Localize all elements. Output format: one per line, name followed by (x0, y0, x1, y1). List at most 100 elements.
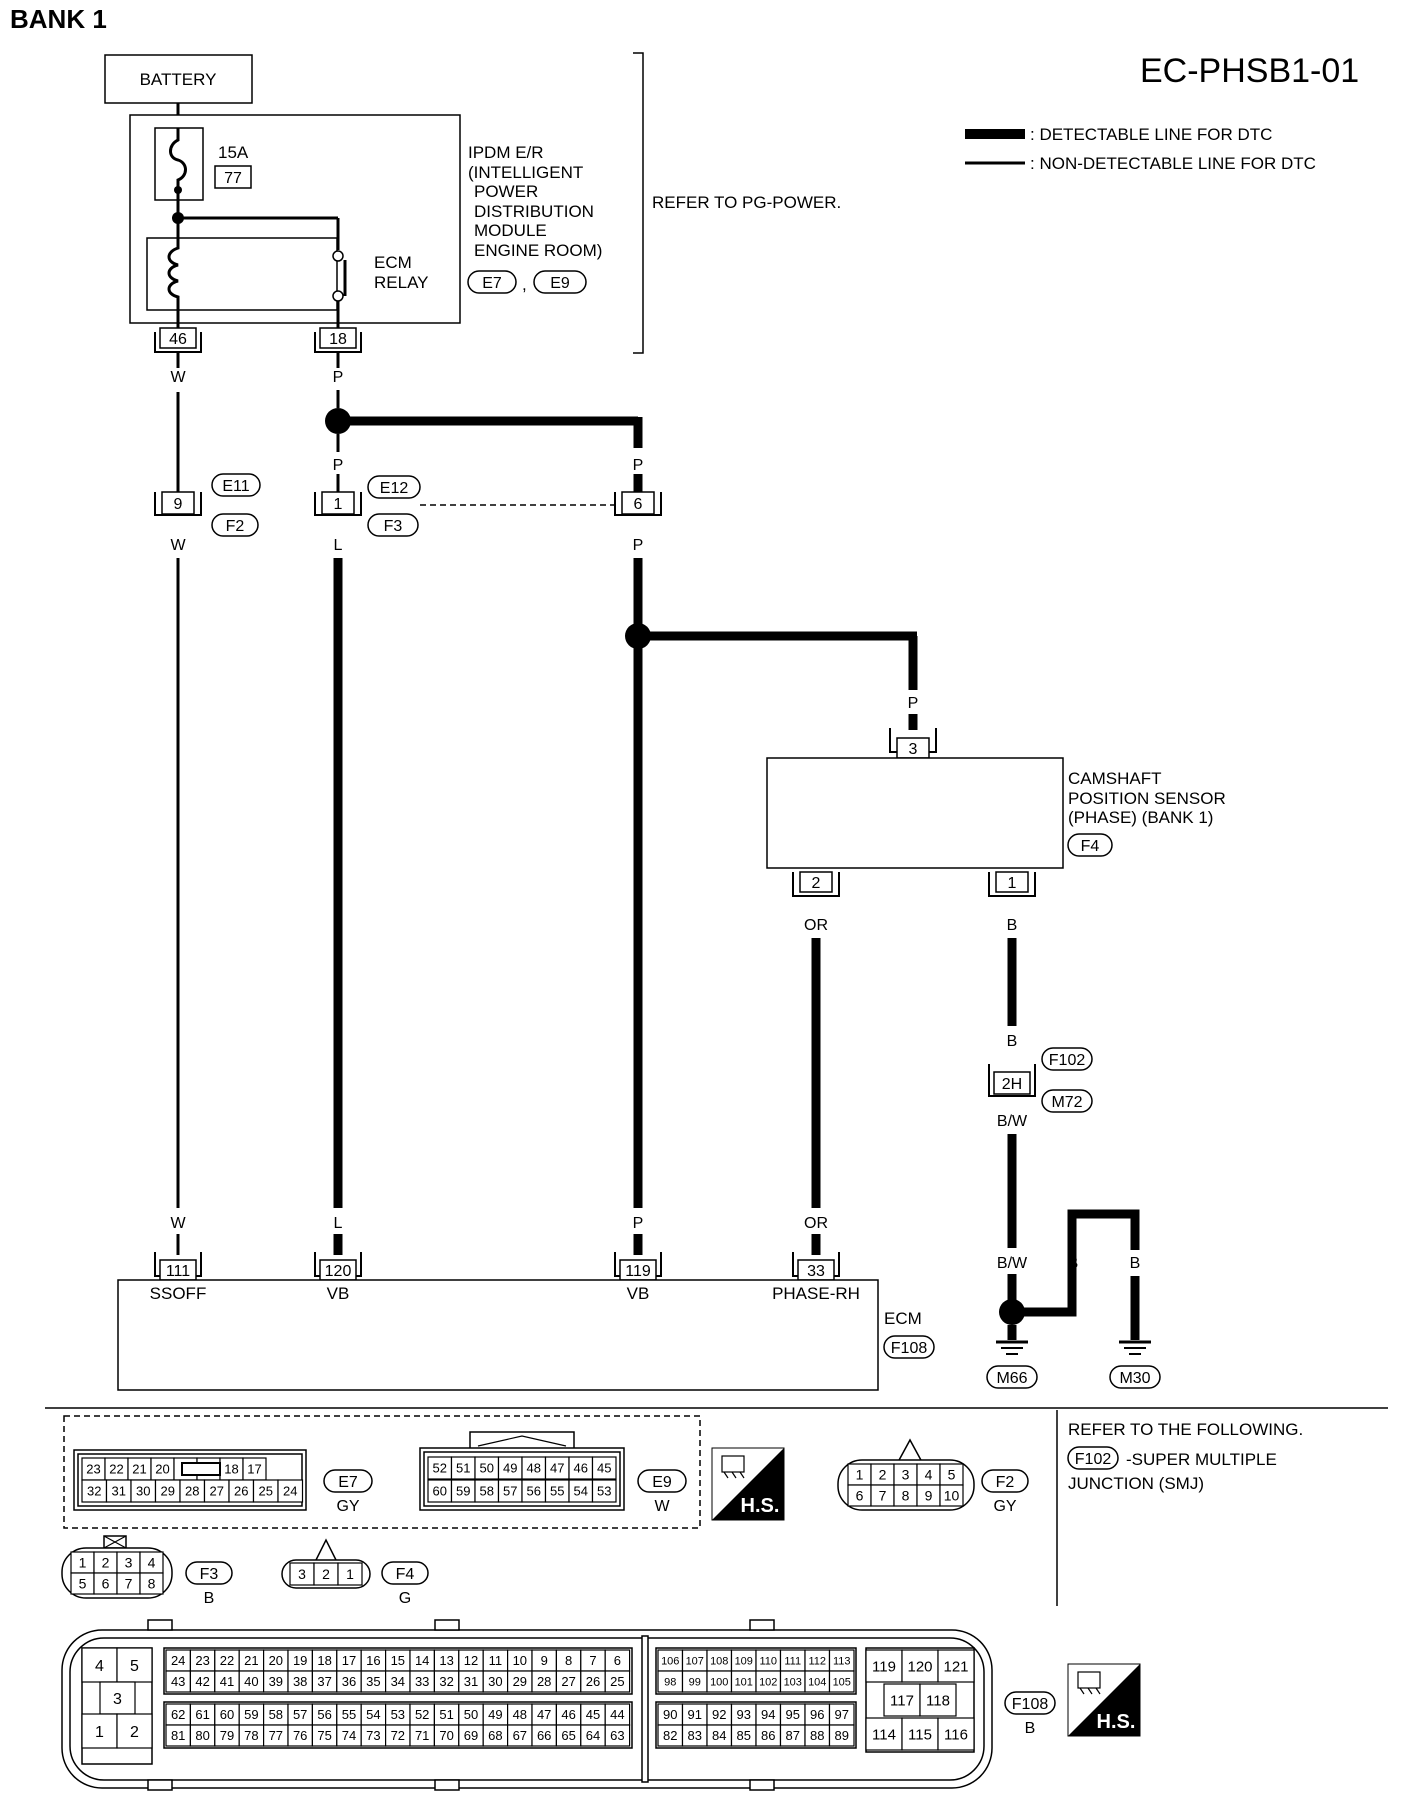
connector-pin-label: 104 (808, 1676, 826, 1688)
connector-pin-label: 2 (322, 1566, 330, 1582)
ipdm-title-3: POWER (474, 182, 538, 201)
connector-pin-label: 107 (686, 1655, 704, 1667)
wire-color-p-right: P (633, 457, 644, 474)
connector-pin-label: 10 (513, 1653, 527, 1668)
svg-text:111: 111 (166, 1263, 190, 1280)
svg-text:B: B (1130, 1255, 1141, 1272)
connector-pin-label: 98 (664, 1676, 676, 1688)
connector-pin-label: 58 (269, 1707, 283, 1722)
svg-text:G: G (399, 1590, 411, 1607)
connector-pin-label: 72 (391, 1728, 405, 1743)
connector-pin-label: 119 (872, 1658, 896, 1675)
connector-pin-label: 59 (456, 1484, 470, 1499)
connector-pin-label: 42 (195, 1674, 209, 1689)
connector-pin-label: 68 (488, 1728, 502, 1743)
connector-pin-label: 45 (586, 1707, 600, 1722)
connector-view-e7: 23222120191817323130292827262524 (73, 1449, 307, 1511)
svg-text:B: B (1025, 1720, 1036, 1737)
connector-pin-label: 105 (833, 1676, 851, 1688)
connector-pin-label: 30 (488, 1674, 502, 1689)
connector-f102: F102 (1049, 1052, 1086, 1069)
connector-pin-label: 25 (259, 1484, 273, 1499)
connector-cell (901, 1649, 939, 1683)
connector-pin-label: 21 (244, 1653, 258, 1668)
connector-pin-label: 46 (561, 1707, 575, 1722)
connector-pin-label: 23 (86, 1462, 100, 1477)
connector-pin-label: 50 (464, 1707, 478, 1722)
svg-text:4: 4 (95, 1658, 104, 1675)
ecm-pin-label-ssoff: SSOFF (150, 1284, 207, 1303)
svg-text:W: W (170, 537, 186, 554)
refer-bracket (633, 52, 644, 354)
connector-pin-label: 73 (366, 1728, 380, 1743)
connector-pin-label: 79 (220, 1728, 234, 1743)
connector-cell (865, 1717, 903, 1751)
connector-pin-label: 45 (597, 1461, 611, 1476)
svg-text:W: W (170, 1215, 186, 1232)
connector-pin-label: 6 (102, 1576, 110, 1592)
connector-pin-label: 26 (586, 1674, 600, 1689)
svg-text:P: P (333, 457, 344, 474)
connector-cell (277, 1479, 304, 1503)
connector-pin-label: 40 (244, 1674, 258, 1689)
connector-pin-label: 58 (480, 1484, 494, 1499)
connector-pin-label: 25 (610, 1674, 624, 1689)
ipdm-connector-group (63, 1415, 701, 1529)
refer-following: REFER TO THE FOLLOWING. (1068, 1420, 1303, 1439)
svg-text:GY: GY (993, 1498, 1016, 1515)
connector-pin-label: 5 (948, 1467, 956, 1483)
junction-pin-9: 9 (174, 496, 183, 513)
connector-pin-label: 87 (786, 1728, 800, 1743)
ipdm-conn-e9: E9 (550, 275, 570, 292)
svg-text:OR: OR (804, 917, 828, 934)
connector-cell (828, 1724, 855, 1747)
connector-pin-label: 16 (366, 1653, 380, 1668)
hs-badge-icon: H.S. (711, 1447, 785, 1521)
connector-pin-label: 43 (171, 1674, 185, 1689)
connector-pin-label: 63 (610, 1728, 624, 1743)
hs-badge-icon-2: H.S. (1067, 1663, 1141, 1737)
connector-pin-label: 61 (195, 1707, 209, 1722)
connector-pin-label: 57 (293, 1707, 307, 1722)
connector-pin-label: 81 (171, 1728, 185, 1743)
connector-pin-label: 32 (87, 1484, 101, 1499)
ecm-pin-33: 33 (792, 1252, 840, 1281)
svg-text:L: L (334, 1215, 343, 1232)
connector-pin-label: 70 (439, 1728, 453, 1743)
connector-pin-label: 1 (79, 1555, 87, 1571)
svg-text:119: 119 (625, 1263, 651, 1280)
connector-cell (337, 1562, 363, 1586)
connector-pin-label: 100 (710, 1676, 728, 1688)
connector-pin-label: 99 (689, 1676, 701, 1688)
ground-icon-m30 (1119, 1340, 1151, 1355)
svg-text:P: P (908, 695, 919, 712)
connector-pin-label: 118 (926, 1692, 950, 1709)
ipdm-title-4: DISTRIBUTION (474, 202, 594, 221)
connector-pin-label: 32 (439, 1674, 453, 1689)
battery-box (104, 54, 253, 104)
sensor-box (766, 757, 1064, 869)
connector-pin-label: 22 (220, 1653, 234, 1668)
connector-pin-label: 57 (503, 1484, 517, 1499)
ecm-pin-119: 119 (614, 1252, 662, 1281)
connector-pin-label: 66 (537, 1728, 551, 1743)
connector-pin-label: 47 (550, 1461, 564, 1476)
sensor-connector-f4: F4 (1081, 838, 1100, 855)
connector-pin-label: 60 (433, 1484, 447, 1499)
ecm-box (117, 1279, 879, 1391)
connector-pin-label: 101 (735, 1676, 753, 1688)
connector-pin-label: 75 (317, 1728, 331, 1743)
connector-pin-label: 93 (737, 1707, 751, 1722)
svg-text:33: 33 (807, 1263, 825, 1280)
svg-text:5: 5 (130, 1658, 139, 1675)
connector-pin-label: 38 (293, 1674, 307, 1689)
connector-pin-label: 18 (317, 1653, 331, 1668)
connector-pin-label: 94 (761, 1707, 775, 1722)
legend-non-detectable: : NON-DETECTABLE LINE FOR DTC (1030, 154, 1316, 173)
connector-pin-label: 11 (489, 1653, 503, 1668)
conn-view-f4-name: F4 (396, 1566, 415, 1583)
